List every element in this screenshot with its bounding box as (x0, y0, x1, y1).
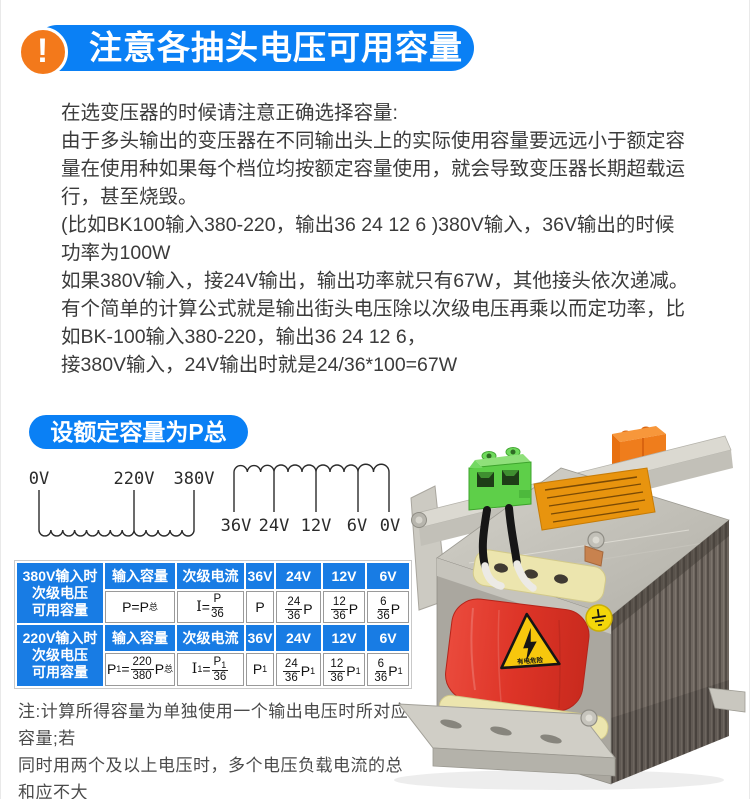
intro-line: 如BK-100输入380-220，输出36 24 12 6， (61, 326, 427, 348)
table-row: 380V输入时 次级电压 可用容量 输入容量 次级电流 36V 24V 12V … (17, 563, 409, 624)
wire (478, 506, 491, 570)
col-header: 输入容量 (105, 563, 175, 589)
col-header: 24V (276, 625, 321, 652)
secondary-coil (233, 463, 390, 473)
base-bracket (397, 703, 617, 777)
ground-symbol-icon (585, 604, 613, 632)
tap-label: 24V (259, 516, 290, 536)
col-header: 24V (276, 563, 321, 589)
intro-line: 如果380V输入，接24V输出，输出功率就只有67W，其他接头依次递减。 (61, 270, 689, 292)
winding-diagram: 0V 220V 380V 36V 24V 12V 6V 0V (29, 463, 400, 537)
row-label-380v: 380V输入时 次级电压 可用容量 (17, 563, 103, 624)
page-title: 注意各抽头电压可用容量 (89, 29, 463, 66)
table-row: 220V输入时 次级电压 可用容量 输入容量 次级电流 36V 24V 12V … (17, 625, 409, 686)
intro-line: 有个简单的计算公式就是输出街头电压除以次级电压再乘以而定功率，比 (61, 298, 686, 320)
primary-coil (38, 529, 195, 537)
transformer-photo: 有电危险 (394, 426, 746, 790)
cell-36v: P (246, 591, 274, 624)
capacity-table: 380V输入时 次级电压 可用容量 输入容量 次级电流 36V 24V 12V … (14, 560, 412, 689)
col-header: 6V (367, 625, 409, 652)
intro-line: (比如BK100输入380-220，输出36 24 12 6 )380V输入，3… (61, 214, 675, 236)
col-header: 36V (246, 625, 274, 652)
row-label-220v: 220V输入时 次级电压 可用容量 (17, 625, 103, 686)
col-header: 次级电流 (177, 625, 244, 652)
note-line: 同时用两个及以上电压时，多个电压负载电流的总和应不大 (18, 756, 403, 799)
note-line: 注:计算所得容量为单独使用一个输出电压时所对应容量;若 (18, 702, 409, 748)
intro-line: 接380V输入，24V输出时就是24/36*100=67W (61, 354, 458, 376)
tap-label: 0V (380, 516, 400, 536)
svg-text:有电危险: 有电危险 (517, 655, 544, 666)
intro-line: 在选变压器的时候请注意正确选择容量: (61, 102, 398, 124)
title-banner: ! 注意各抽头电压可用容量 (18, 25, 474, 77)
note-text: 注:计算所得容量为单独使用一个输出电压时所对应容量;若 同时用两个及以上电压时，… (18, 698, 413, 799)
copper-lug (584, 545, 604, 567)
col-header: 输入容量 (105, 625, 175, 652)
col-header: 次级电流 (177, 563, 244, 589)
green-terminal (468, 447, 532, 511)
tap-label: 380V (174, 469, 215, 489)
intro-line: 量在使用种如果每个档位均按额定容量使用，就会导致变压器长期超载运 (61, 158, 686, 180)
col-header: 12V (323, 563, 365, 589)
laminated-core (611, 520, 729, 784)
wire-sleeve (481, 562, 505, 590)
tap-label: 12V (301, 516, 332, 536)
subtitle-banner: 设额定容量为P总 (29, 415, 248, 449)
tap-label: 6V (347, 516, 367, 536)
wire-sleeve (513, 560, 537, 592)
intro-line: 由于多头输出的变压器在不同输出头上的实际使用容量要远远小于额定容 (61, 130, 686, 152)
nameplate-label (533, 467, 656, 531)
tap-label: 36V (221, 516, 252, 536)
col-header: 6V (367, 563, 409, 589)
warning-triangle-icon: 有电危险 (500, 612, 561, 670)
alert-icon: ! (18, 27, 68, 77)
col-header: 36V (246, 563, 274, 589)
col-header: 12V (323, 625, 365, 652)
intro-line: 行，甚至烧毁。 (61, 186, 198, 208)
tap-label: 0V (29, 469, 49, 489)
tap-label: 220V (114, 469, 155, 489)
wire (505, 504, 521, 568)
intro-text: 在选变压器的时候请注意正确选择容量: 由于多头输出的变压器在不同输出头上的实际使… (61, 99, 746, 379)
intro-line: 功率为100W (61, 242, 171, 264)
